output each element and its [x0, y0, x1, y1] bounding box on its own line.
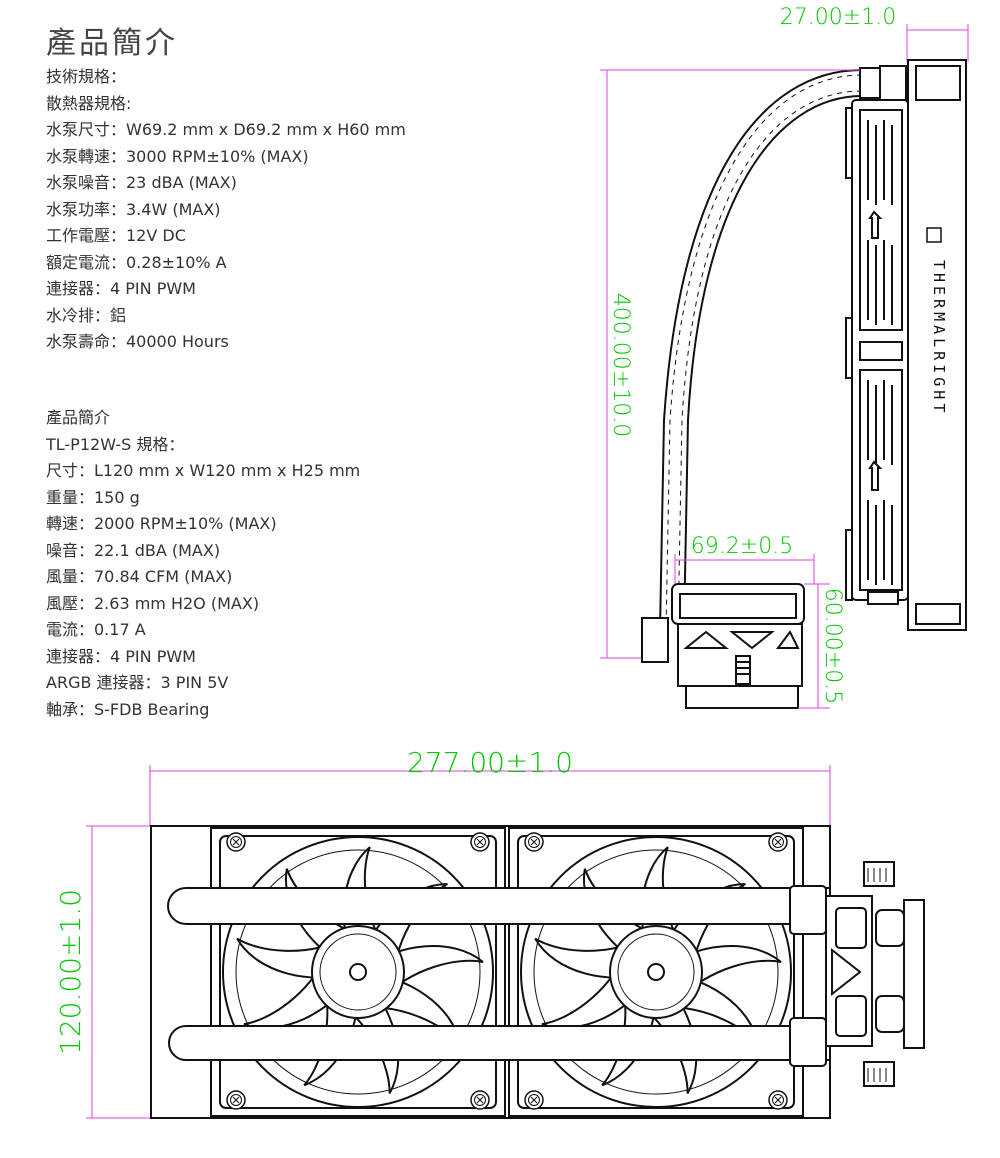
- page-title: 產品簡介: [46, 26, 178, 61]
- spec-line: 散熱器規格:: [46, 93, 132, 113]
- spec-line: 水泵功率：3.4W (MAX): [46, 199, 221, 219]
- spec-line: 連接器：4 PIN PWM: [46, 646, 196, 666]
- tube-top: [167, 887, 831, 1061]
- spec-line: 額定電流：0.28±10% A: [46, 252, 227, 272]
- dimension-radiator-thickness: 27.00±1.0: [780, 5, 969, 62]
- dimension-text: 27.00±1.0: [780, 5, 896, 30]
- tube-side: [659, 65, 907, 631]
- dimension-radiator-length: 277.00±1.0: [149, 746, 831, 826]
- top-view: 277.00±1.0 120.00±1.0: [54, 746, 925, 1119]
- spec-line: 風壓：2.63 mm H2O (MAX): [46, 593, 260, 613]
- fan-top: [210, 827, 506, 1117]
- spec-line: 尺寸：L120 mm x W120 mm x H25 mm: [46, 461, 361, 480]
- pump-connector-top: [789, 861, 925, 1087]
- dimension-radiator-width: 120.00±1.0: [54, 825, 152, 1119]
- spec-line: 風量：70.84 CFM (MAX): [46, 567, 233, 586]
- dimension-text: 69.2±0.5: [691, 534, 793, 559]
- spec-line: 水泵噪音：23 dBA (MAX): [46, 173, 237, 192]
- pump-spec-list: 技術規格： 散熱器規格: 水泵尺寸：W69.2 mm x D69.2 mm x …: [46, 64, 406, 356]
- spec-line: ARGB 連接器：3 PIN 5V: [46, 673, 229, 692]
- spec-line: 產品簡介: [46, 408, 111, 427]
- spec-line: 技術規格：: [46, 67, 127, 86]
- fan-hub: [311, 925, 703, 1019]
- spec-line: 水泵尺寸：W69.2 mm x D69.2 mm x H60 mm: [46, 120, 406, 139]
- dimension-text: 400.00±10.0: [608, 293, 633, 437]
- spec-line: 軸承：S-FDB Bearing: [46, 699, 210, 719]
- fan-side: [845, 99, 909, 605]
- dimension-pump-height: 60.00±0.5: [798, 583, 845, 709]
- spec-line: TL-P12W-S 規格：: [46, 434, 185, 454]
- spec-line: 轉速：2000 RPM±10% (MAX): [46, 514, 277, 533]
- brand-text: THERMALRIGHT: [930, 260, 948, 416]
- fan-top: [508, 827, 804, 1117]
- spec-line: 連接器：4 PIN PWM: [46, 279, 196, 298]
- spec-line: 重量：150 g: [46, 487, 140, 507]
- pump-side: [641, 583, 805, 709]
- spec-line: 電流：0.17 A: [46, 620, 146, 639]
- dimension-text: 277.00±1.0: [407, 746, 573, 779]
- spec-line: 水泵壽命：40000 Hours: [46, 332, 229, 351]
- spec-line: 噪音：22.1 dBA (MAX): [46, 540, 221, 560]
- fan-spec-list: 產品簡介 TL-P12W-S 規格： 尺寸：L120 mm x W120 mm …: [46, 405, 360, 723]
- spec-line: 水泵轉速：3000 RPM±10% (MAX): [46, 146, 309, 166]
- spec-line: 水冷排：鋁: [46, 305, 127, 325]
- spec-line: 工作電壓：12V DC: [46, 226, 186, 245]
- dimension-text: 120.00±1.0: [54, 889, 87, 1055]
- dimension-pump-width: 69.2±0.5: [674, 534, 815, 584]
- radiator-side: THERMALRIGHT: [907, 59, 967, 631]
- dimension-tube-length: 400.00±10.0: [600, 69, 860, 659]
- dimension-text: 60.00±0.5: [820, 588, 845, 704]
- side-view: 27.00±1.0 THERMALRIGHT: [600, 5, 969, 709]
